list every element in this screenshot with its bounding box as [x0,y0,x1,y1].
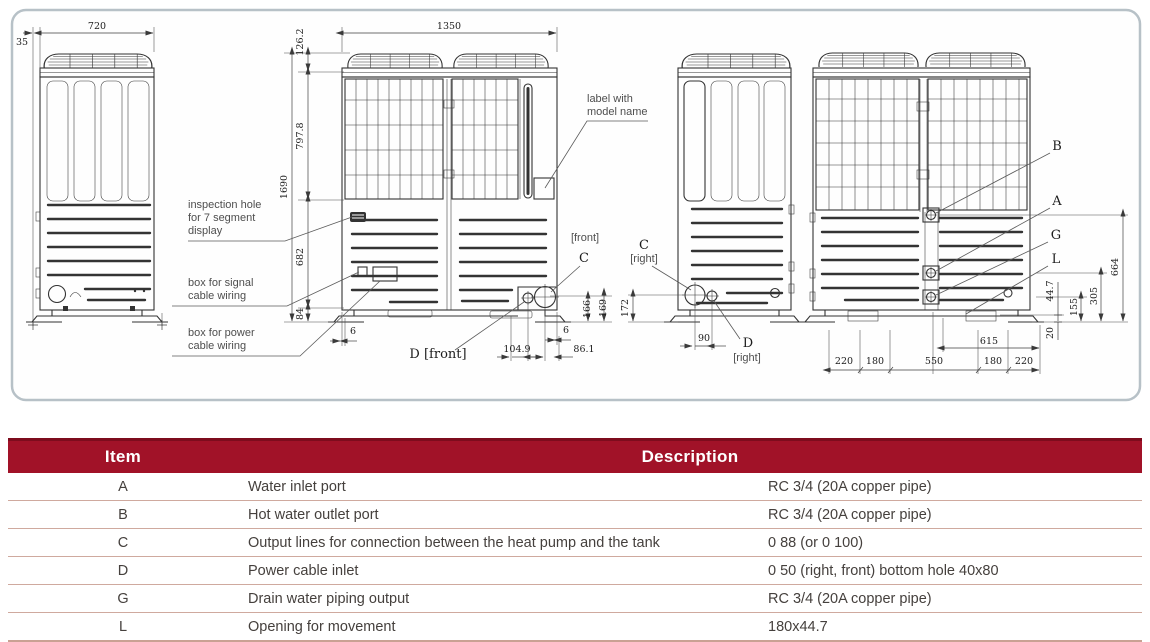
spec-table: Item Description A Water inlet port RC 3… [8,438,1142,642]
view-side-left [26,53,168,323]
dim-84: 84 [295,308,306,320]
dim-180-right: 180 [984,356,1002,367]
dim-126-2: 126.2 [295,28,306,55]
callout-c-right: C [right] [630,238,692,291]
dim-550: 550 [925,356,943,367]
callout-text: inspection hole [188,199,261,211]
port-g-label: G [1051,228,1061,243]
dim-1350: 1350 [437,21,461,32]
dimension-drawing: 35 720 [10,8,1142,402]
right-view-dimensions: 172 90 [620,288,726,350]
port-a-label: A [1051,194,1062,209]
item-cell: A [8,473,238,501]
dim-90: 90 [698,333,710,344]
dim-305: 305 [1089,287,1100,305]
desc-cell: Output lines for connection between the … [238,528,758,557]
dim-720: 720 [88,21,106,32]
callout-ports: B A G L [935,139,1062,315]
desc-cell: Power cable inlet [238,556,758,585]
right-tag: [right] [733,352,761,364]
dim-615: 615 [980,336,998,347]
d-front-label: D [front] [409,347,466,362]
signal-cable-box [357,266,368,277]
callout-c-front: [front] C [550,232,599,293]
callout-text: cable wiring [188,290,246,302]
item-cell: B [8,500,238,529]
dim-6-left: 6 [350,326,356,337]
dim-35: 35 [16,37,28,48]
rear-dimensions: 664 305 155 44.7 20 615 220 180 550 180 … [822,208,1128,374]
ports-column [922,207,940,310]
port-l-label: L [1052,252,1061,267]
item-cell: L [8,612,238,642]
port-b-label: B [1052,139,1062,154]
item-cell: G [8,584,238,613]
power-cable-box [372,266,398,282]
desc-cell: Hot water outlet port [238,500,758,529]
view-front [328,53,571,323]
table-row: D Power cable inlet 0 50 (right, front) … [8,556,1142,585]
table-header-row: Item Description [8,438,1142,473]
item-cell: D [8,556,238,585]
callout-text: model name [587,106,648,118]
header-description: Description [238,438,1142,473]
c-letter: C [639,238,649,253]
dim-20: 20 [1045,327,1056,339]
table-row: B Hot water outlet port RC 3/4 (20A copp… [8,500,1142,529]
desc-cell: Opening for movement [238,612,758,642]
table-row: G Drain water piping output RC 3/4 (20A … [8,584,1142,613]
callout-text: box for signal [188,277,253,289]
callout-power-box: box for power cable wiring [172,280,381,357]
callout-text: display [188,225,223,237]
callout-signal-box: box for signal cable wiring [172,271,360,307]
value-cell: 0 50 (right, front) bottom hole 40x80 [758,556,1142,585]
value-cell: RC 3/4 (20A copper pipe) [758,473,1142,501]
callout-inspection-hole: inspection hole for 7 segment display [188,199,353,242]
header-item: Item [8,438,238,473]
callout-d-right: D [right] [713,300,761,364]
value-cell: 0 88 (or 0 100) [758,528,1142,557]
dim-664: 664 [1110,258,1121,276]
dim-797-8: 797.8 [295,122,306,149]
dim-169: 169 [598,299,609,317]
item-cell: C [8,528,238,557]
dim-1690: 1690 [279,175,290,199]
value-cell: RC 3/4 (20A copper pipe) [758,500,1142,529]
dim-172: 172 [620,299,631,317]
callout-d-front: D [front] [409,301,525,362]
d-letter: D [743,336,753,351]
desc-cell: Drain water piping output [238,584,758,613]
desc-cell: Water inlet port [238,473,758,501]
callout-text: label with [587,93,633,105]
inspection-hole [350,212,366,222]
front-tag: [front] [571,232,599,244]
right-tag: [right] [630,253,658,265]
callout-model-label: label with model name [544,93,648,189]
dim-220-left: 220 [835,356,853,367]
value-cell: RC 3/4 (20A copper pipe) [758,584,1142,613]
dim-104-9: 104.9 [503,344,530,355]
dim-6-right: 6 [563,325,569,336]
c-letter: C [579,251,589,266]
callout-text: box for power [188,327,255,339]
dim-220-right: 220 [1015,356,1033,367]
table-row: L Opening for movement 180x44.7 [8,612,1142,642]
dim-44-7: 44.7 [1045,280,1056,301]
value-cell: 180x44.7 [758,612,1142,642]
dim-180-left: 180 [866,356,884,367]
model-label-box [533,177,555,200]
front-dimensions: 1350 126.2 797.8 1690 682 84 6 104.9 86.… [279,21,612,361]
table-row: C Output lines for connection between th… [8,528,1142,557]
dim-166: 166 [582,300,593,318]
callout-text: for 7 segment [188,212,255,224]
callout-text: cable wiring [188,340,246,352]
dim-86-1: 86.1 [573,344,594,355]
dim-682: 682 [295,248,306,266]
table-row: A Water inlet port RC 3/4 (20A copper pi… [8,473,1142,501]
view1-dimensions: 35 720 [16,21,167,330]
view-right-side [664,53,805,323]
dim-155: 155 [1069,298,1080,316]
